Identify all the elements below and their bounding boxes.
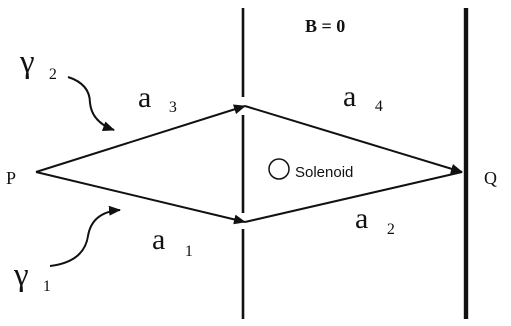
label-gamma1-main: γ: [13, 257, 29, 293]
label-a1: a 1: [152, 223, 193, 260]
point-q-label: Q: [484, 168, 497, 188]
label-a2-main: a: [355, 202, 368, 235]
label-a3-subscript: 3: [169, 99, 177, 116]
label-a2-subscript: 2: [387, 221, 395, 238]
field-label: B = 0: [305, 16, 345, 36]
solenoid-label: Solenoid: [295, 164, 353, 181]
gamma1-pointer: [49, 205, 121, 267]
label-a3: a 3: [138, 81, 177, 116]
label-a2: a 2: [355, 202, 395, 238]
label-a1-subscript: 1: [185, 243, 193, 260]
label-gamma2-subscript: 2: [49, 66, 57, 83]
label-a3-main: a: [138, 81, 151, 114]
gamma2-pointer: [67, 76, 115, 131]
path-a1: [35, 171, 246, 225]
label-a4-main: a: [343, 80, 356, 113]
path-a3: [35, 104, 246, 173]
label-a4-subscript: 4: [375, 98, 383, 115]
label-gamma1: γ 1: [13, 257, 51, 295]
label-gamma2-main: γ: [19, 44, 35, 80]
circle-icon: [268, 158, 290, 180]
label-a4: a 4: [343, 80, 383, 115]
label-a1-main: a: [152, 223, 165, 256]
label-gamma1-subscript: 1: [43, 278, 51, 295]
point-p-label: P: [6, 168, 16, 188]
path-a4: [244, 105, 463, 174]
label-gamma2: γ 2: [19, 44, 57, 83]
path-a2: [244, 171, 463, 223]
